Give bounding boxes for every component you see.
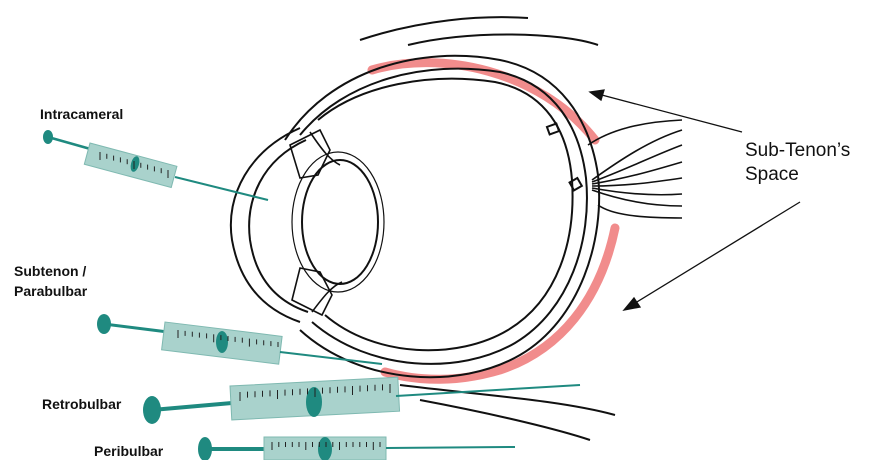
scleral-marker-upper xyxy=(547,124,559,135)
label-retrobulbar: Retrobulbar xyxy=(42,396,122,412)
arrow-to-upper-space xyxy=(598,94,742,132)
label-subtenon-line2: Parabulbar xyxy=(14,283,88,299)
iris-upper xyxy=(290,130,330,178)
intracameral-syringe xyxy=(43,130,268,200)
upper-eyelid-inner xyxy=(408,34,598,45)
subtenon-plunger-rod xyxy=(104,324,168,332)
label-peribulbar: Peribulbar xyxy=(94,443,164,459)
peribulbar-stopper xyxy=(318,437,332,460)
label-intracameral: Intracameral xyxy=(40,106,123,122)
arrow-head-upper xyxy=(590,90,604,100)
intracameral-plunger-head xyxy=(43,130,53,144)
nerve-fiber-6 xyxy=(592,190,682,206)
subtenon-stopper xyxy=(216,331,228,353)
optic-nerve-lower xyxy=(598,205,682,218)
peribulbar-syringe xyxy=(198,437,515,460)
sclera-inner xyxy=(300,69,587,364)
lens xyxy=(302,160,378,284)
upper-eyelid-outer xyxy=(360,17,528,40)
intracameral-needle xyxy=(175,177,268,200)
retrobulbar-plunger-rod xyxy=(152,403,232,410)
intracameral-barrel xyxy=(84,143,177,188)
cornea xyxy=(231,128,308,322)
label-subtenon-space-line2: Space xyxy=(745,164,799,185)
peribulbar-needle xyxy=(386,447,515,448)
annotation-arrows xyxy=(590,90,800,310)
retrobulbar-plunger-head xyxy=(143,396,161,424)
label-subtenon-line1: Subtenon / xyxy=(14,263,86,279)
optic-nerve xyxy=(588,120,682,218)
cornea-outer xyxy=(231,128,300,322)
intracameral-plunger-rod xyxy=(48,137,94,150)
lens-capsule xyxy=(292,152,384,292)
retina xyxy=(318,79,573,351)
subtenon-plunger-head xyxy=(97,314,111,334)
iris xyxy=(290,130,342,315)
cornea-inner xyxy=(249,140,308,312)
arrow-head-lower xyxy=(624,298,640,310)
peribulbar-plunger-head xyxy=(198,437,212,460)
lower-eyelid-inner xyxy=(420,400,590,440)
retrobulbar-syringe xyxy=(143,377,580,424)
optic-nerve-upper xyxy=(588,120,682,145)
nerve-fiber-1 xyxy=(592,130,682,180)
label-subtenon-space-line1: Sub-Tenon’s xyxy=(745,140,850,161)
retrobulbar-stopper xyxy=(306,387,322,417)
sub-tenon-highlight xyxy=(372,63,615,380)
